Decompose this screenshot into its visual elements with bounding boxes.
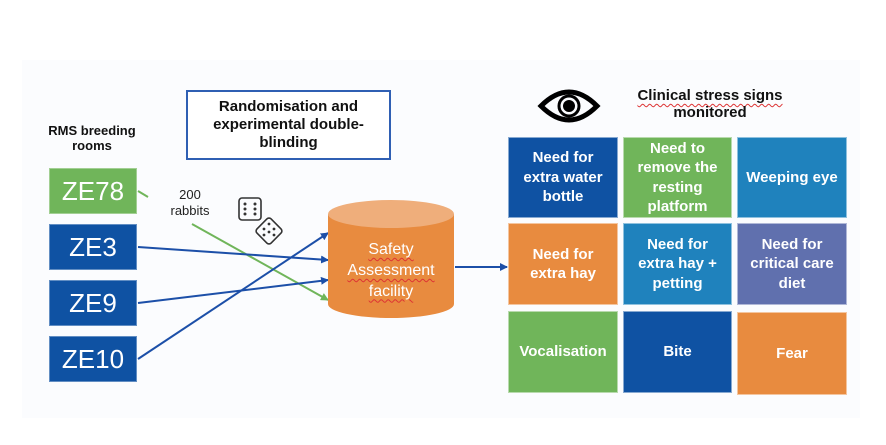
rabbits-count: 200 [179,187,201,202]
facility-line2: Assessment [347,261,435,279]
arrow-ze10 [137,232,329,360]
sign-tile: Need for extra hay [508,223,618,305]
eye-icon [537,89,601,123]
sign-tile: Vocalisation [508,311,618,393]
sign-tile: Need for extra water bottle [508,137,618,218]
arrow-ze9 [137,276,329,304]
stress-signs-title: Clinical stress signs monitored [600,87,820,122]
randomisation-line3: blinding [259,133,318,151]
room-ze9: ZE9 [49,280,137,326]
arrow-ze78 [191,223,329,301]
sign-tile: Fear [737,312,847,395]
randomisation-box: Randomisation and experimental double- b… [186,90,391,160]
rabbits-word: rabbits [170,202,210,218]
dice-icon [238,197,283,245]
room-ze10: ZE10 [49,336,137,382]
facility-line1: Safety [368,241,414,258]
facility-cylinder [328,200,454,318]
facility-line3: facility [368,282,414,300]
sign-tile: Need to remove the resting platform [623,137,732,218]
room-ze78: ZE78 [49,168,137,214]
room-ze3: ZE3 [49,224,137,270]
facility-label: Safety Assessment facility [328,240,454,302]
rms-breeding-rooms-header: RMS breeding rooms [48,123,136,153]
randomisation-line2: experimental double- [213,116,364,134]
sign-tile: Weeping eye [737,137,847,218]
sign-tile: Need for critical care diet [737,223,847,305]
sign-tile: Need for extra hay + petting [623,223,732,305]
sign-tile: Bite [623,311,732,393]
stress-title-line2: monitored [673,104,747,122]
arrow-ze78-stub [137,190,149,198]
rabbits-count-label: 200 rabbits [150,187,230,218]
randomisation-line1: Randomisation and [218,98,359,116]
stress-title-line1: Clinical stress signs [637,87,783,104]
arrow-ze3 [137,246,329,264]
